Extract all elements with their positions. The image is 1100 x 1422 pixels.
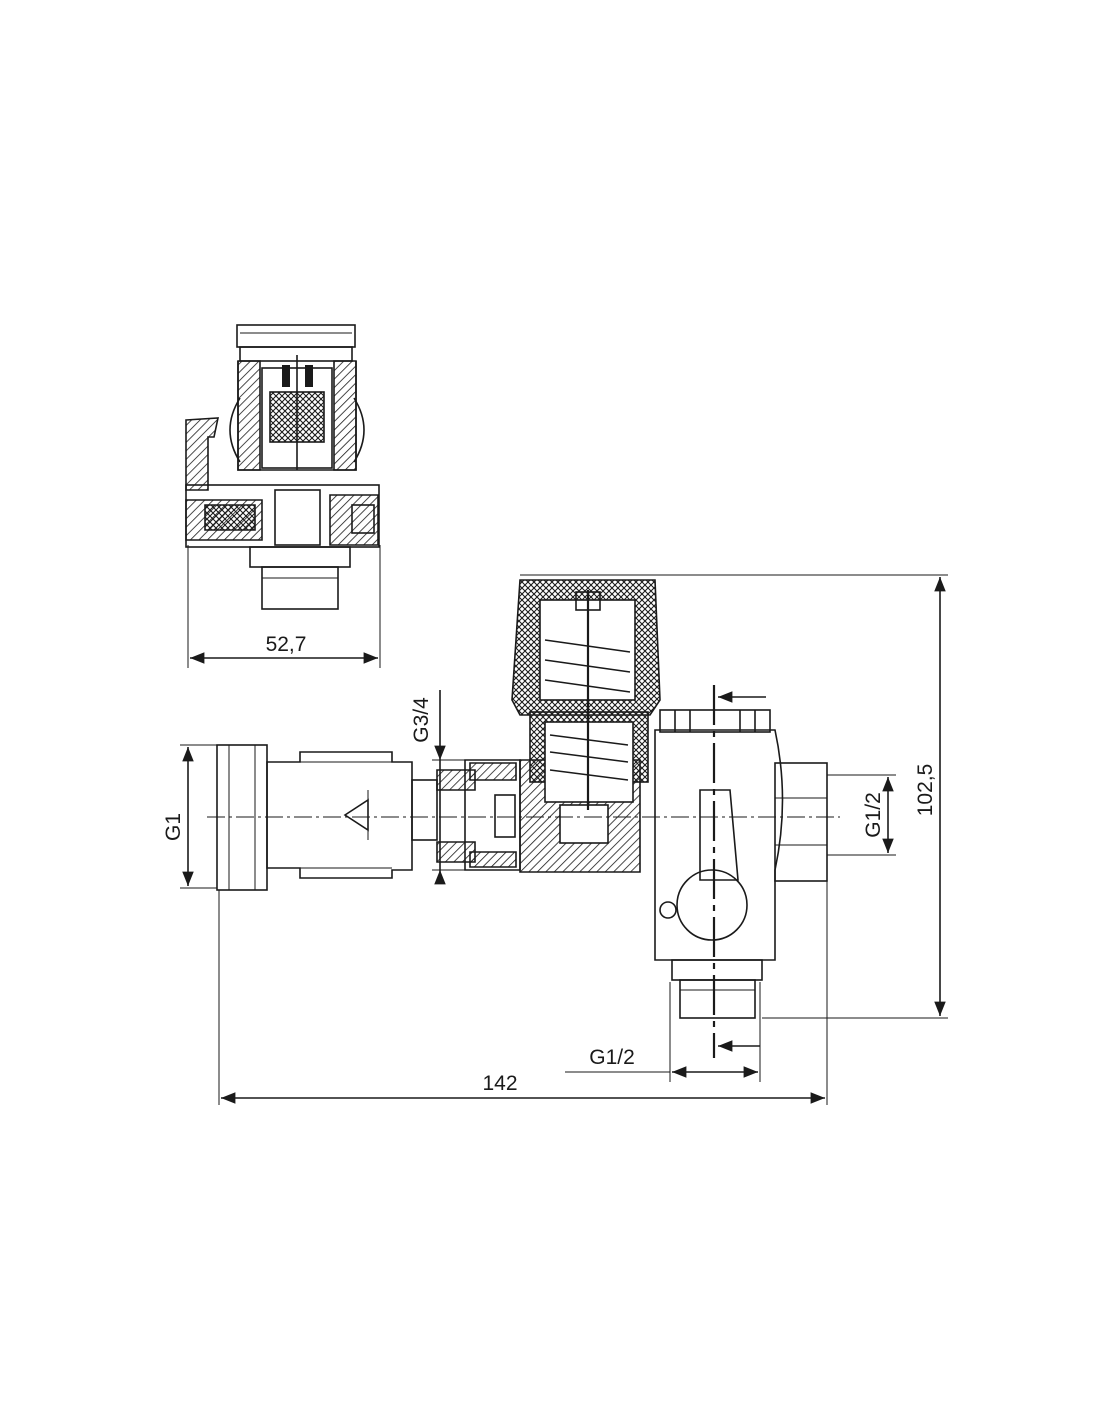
label-height: 102,5	[914, 764, 937, 817]
label-total-length: 142	[482, 1072, 517, 1095]
dim-g1: G1	[162, 744, 217, 889]
label-g12-bottom: G1/2	[589, 1046, 635, 1069]
dim-g12-right: G1/2	[827, 774, 896, 856]
label-g34: G3/4	[410, 697, 433, 743]
front-view	[207, 579, 840, 1058]
dim-side-width: 52,7	[187, 545, 381, 668]
label-g1: G1	[162, 813, 185, 841]
dim-g34: G3/4	[410, 690, 475, 885]
side-view	[185, 324, 380, 610]
label-side-width: 52,7	[266, 633, 307, 656]
dim-g12-bottom: G1/2	[565, 982, 761, 1082]
dim-height: 102,5	[520, 574, 948, 1019]
dim-total-length: 142	[218, 880, 828, 1105]
label-g12-right: G1/2	[862, 792, 885, 838]
